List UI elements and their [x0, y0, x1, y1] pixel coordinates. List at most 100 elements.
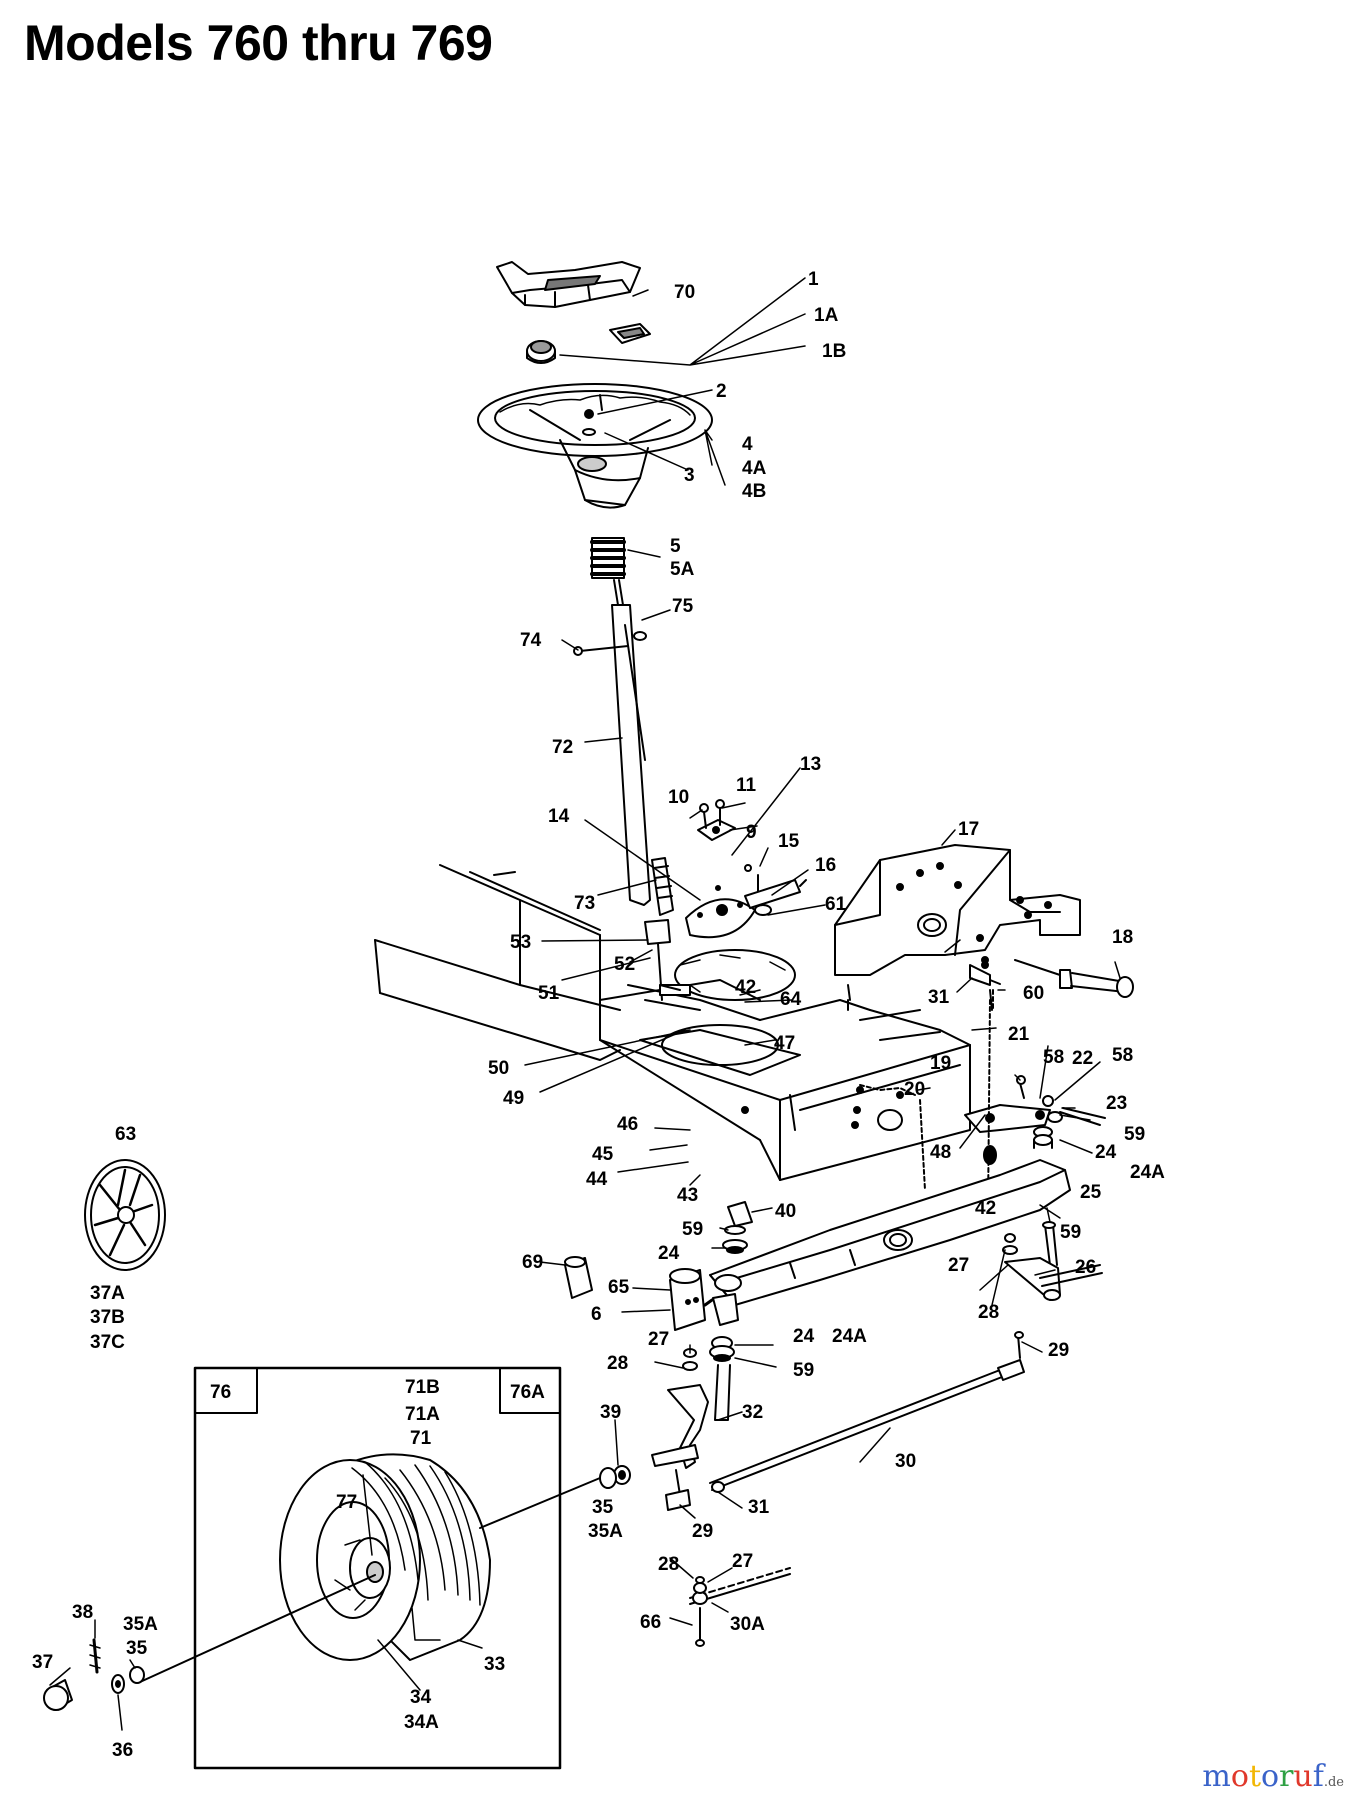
- part-label: 31: [928, 987, 950, 1008]
- part-label: 11: [736, 775, 757, 796]
- steering-caps-part: [526, 323, 651, 364]
- part-label: 35: [126, 1638, 148, 1659]
- part-label: 35: [592, 1497, 614, 1518]
- bushing-part: [564, 1256, 593, 1299]
- part-label: 61: [825, 894, 847, 915]
- part-label: 21: [1008, 1024, 1030, 1045]
- part-label: 2: [716, 381, 727, 402]
- part-label: 70: [674, 282, 695, 303]
- part-label: 4A: [742, 458, 767, 479]
- watermark-letter: t: [1248, 1759, 1261, 1794]
- shaft-bolt-part: [573, 631, 647, 656]
- watermark-suffix: .de: [1323, 1775, 1344, 1790]
- part-label: 24: [658, 1243, 680, 1264]
- part-label: 77: [336, 1492, 357, 1513]
- part-label: 47: [774, 1033, 795, 1054]
- spindle-bushing-part: [722, 1201, 753, 1254]
- part-label: 29: [1048, 1340, 1069, 1361]
- chassis-frame-part: [374, 864, 971, 1181]
- part-label: 40: [775, 1201, 796, 1222]
- part-label: 18: [1112, 927, 1133, 948]
- part-label: 24: [1095, 1142, 1117, 1163]
- lower-linkage-part: [689, 1567, 791, 1647]
- part-label: 31: [748, 1497, 770, 1518]
- part-label: 46: [617, 1114, 638, 1135]
- pivot-pin-part: [969, 964, 1001, 1011]
- part-label: 37: [32, 1652, 53, 1673]
- part-label: 71A: [405, 1404, 440, 1425]
- part-label: 64: [780, 989, 802, 1010]
- part-label: 72: [552, 737, 573, 758]
- part-label: 28: [607, 1353, 628, 1374]
- part-label: 10: [668, 787, 689, 808]
- part-label: 34: [410, 1687, 432, 1708]
- part-label: 24A: [832, 1326, 867, 1347]
- part-label: 27: [648, 1329, 669, 1350]
- part-label: 27: [948, 1255, 969, 1276]
- watermark-letter: u: [1293, 1759, 1313, 1794]
- page-title: Models 760 thru 769: [24, 15, 493, 71]
- part-label: 71B: [405, 1377, 440, 1398]
- part-label: 45: [592, 1144, 614, 1165]
- wheel-tire-part: [279, 1453, 491, 1661]
- bracket-hardware-part: [685, 799, 807, 939]
- part-label: 53: [510, 932, 531, 953]
- part-label: 75: [672, 596, 694, 617]
- part-label: 16: [815, 855, 836, 876]
- part-label: 30: [895, 1451, 916, 1472]
- part-label: 32: [742, 1402, 763, 1423]
- watermark-letter: f: [1312, 1759, 1324, 1794]
- axle-line-part: [139, 1477, 601, 1683]
- part-label: 74: [520, 630, 542, 651]
- hub-cap-part: [84, 1159, 166, 1271]
- steering-cover-part: [496, 261, 641, 308]
- sleeve-part: [669, 1268, 739, 1331]
- part-label: 3: [684, 465, 695, 486]
- part-label: 42: [975, 1198, 996, 1219]
- part-label: 13: [800, 754, 821, 775]
- part-label: 69: [522, 1252, 543, 1273]
- right-spindle-part: [1002, 1221, 1103, 1301]
- part-label: 66: [640, 1612, 661, 1633]
- part-label: 5A: [670, 559, 695, 580]
- part-label: 9: [746, 822, 757, 843]
- part-label: 29: [692, 1521, 713, 1542]
- part-label: 59: [1124, 1124, 1145, 1145]
- front-axle-part: [709, 1159, 1071, 1306]
- part-label: 37A: [90, 1283, 125, 1304]
- axle-end-part: [599, 1465, 631, 1489]
- part-label: 20: [904, 1079, 925, 1100]
- watermark-letter: o: [1230, 1759, 1249, 1794]
- part-label: 26: [1075, 1257, 1096, 1278]
- part-label: 43: [677, 1185, 698, 1206]
- part-label: 4B: [742, 481, 766, 502]
- steering-shaft-part: [611, 579, 674, 1001]
- part-label: 33: [484, 1654, 505, 1675]
- part-label: 73: [574, 893, 595, 914]
- part-label: 15: [778, 831, 800, 852]
- part-label: 65: [608, 1277, 630, 1298]
- part-label: 17: [958, 819, 979, 840]
- left-spindle-part: [651, 1336, 735, 1469]
- part-label: 50: [488, 1058, 509, 1079]
- part-label: 51: [538, 983, 560, 1004]
- watermark-letter: r: [1279, 1759, 1294, 1794]
- part-label: 58: [1043, 1047, 1064, 1068]
- part-label: 28: [978, 1302, 999, 1323]
- part-label: 27: [732, 1551, 753, 1572]
- wheel-inset-box: [193, 1366, 562, 1770]
- part-label: 71: [410, 1428, 432, 1449]
- part-label: 42: [735, 977, 756, 998]
- part-label: 37C: [90, 1332, 125, 1353]
- part-label: 22: [1072, 1048, 1093, 1069]
- inset-label-left: 76: [210, 1382, 231, 1403]
- part-label: 49: [503, 1088, 524, 1109]
- frame-bracket-part: [834, 844, 1081, 1011]
- part-label: 52: [614, 954, 635, 975]
- pivot-hardware-part: [964, 1075, 1106, 1165]
- part-label: 36: [112, 1740, 133, 1761]
- part-label: 35A: [123, 1614, 158, 1635]
- part-label: 5: [670, 536, 681, 557]
- part-label: 1A: [814, 305, 839, 326]
